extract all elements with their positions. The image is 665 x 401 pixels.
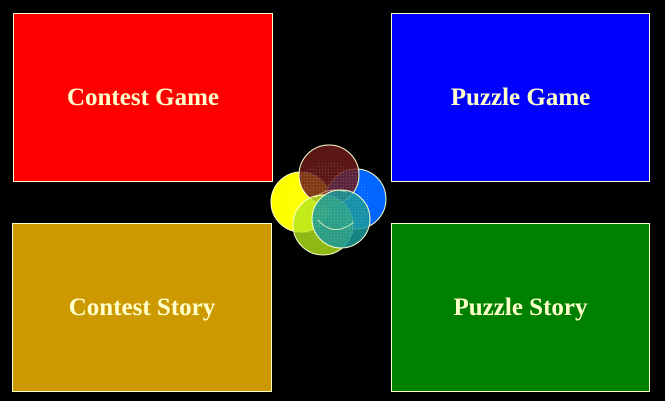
inner-arc-2 — [314, 189, 347, 199]
puzzle-game-label: Puzzle Game — [450, 84, 591, 111]
overlap-texture — [289, 162, 369, 242]
inner-arc — [317, 219, 355, 230]
contest-game-button[interactable]: Contest Game — [13, 13, 273, 182]
contest-story-button[interactable]: Contest Story — [12, 223, 272, 392]
puzzle-story-button[interactable]: Puzzle Story — [391, 223, 650, 392]
contest-game-label: Contest Game — [66, 84, 220, 111]
puzzle-game-button[interactable]: Puzzle Game — [391, 13, 650, 182]
puzzle-story-label: Puzzle Story — [453, 294, 588, 321]
overlapping-circles-icon — [270, 144, 387, 256]
contest-story-label: Contest Story — [68, 294, 216, 321]
